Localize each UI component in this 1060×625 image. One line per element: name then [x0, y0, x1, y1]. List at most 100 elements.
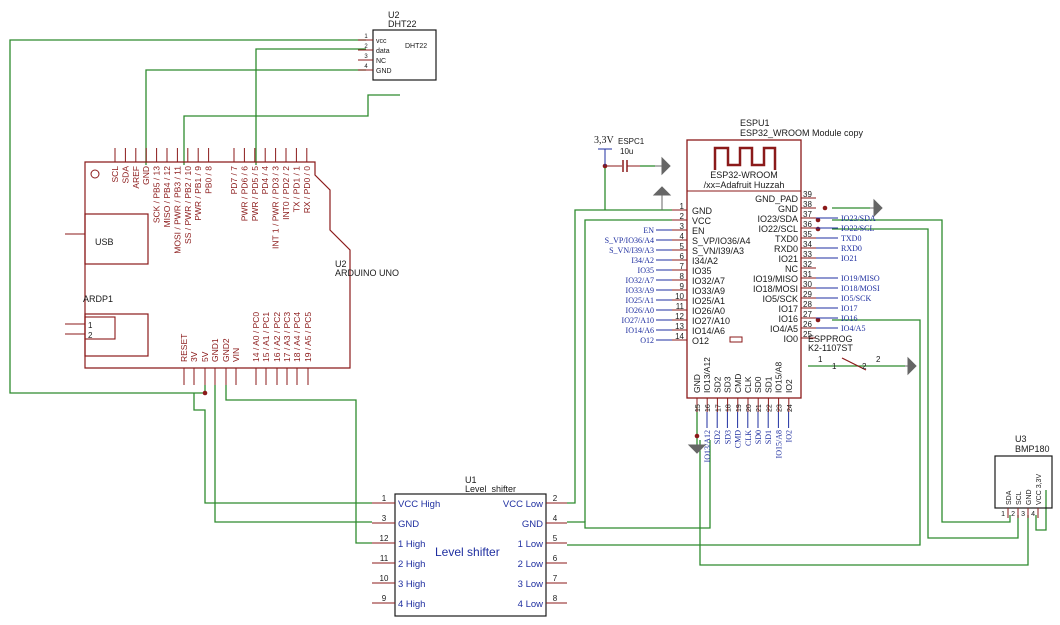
esp32-left-pin-number: 6 [680, 252, 685, 261]
esp32-left-pin-number: 10 [675, 292, 684, 301]
esp32-right-pin-label: IO17 [778, 304, 798, 314]
esp32-left-pin-label: IO26/A0 [692, 306, 725, 316]
arduino-top-pin-label: MOSI / PWR / PB3 / 11 [172, 166, 182, 254]
esp32-left-pin-number: 9 [680, 282, 685, 291]
arduino-bottom-pin-label: 3V [189, 351, 199, 362]
level-shifter-left-pin-label: 3 High [398, 579, 425, 590]
arduino-top-pin-label: MISO / PB4 / 12 [162, 166, 172, 228]
capacitor-value: 10u [620, 147, 633, 156]
arduino-top-pin-label: PWR / PD5 / 5 [250, 166, 260, 222]
ground-symbol [652, 186, 672, 210]
esp32-bottom-pin-number: 21 [756, 404, 763, 412]
esp32-net-label: IO32/A7 [626, 276, 654, 285]
ground-symbol [655, 156, 671, 176]
espprog-pin: 2 [876, 355, 881, 364]
arduino-top-pin-label: INT 1 / PWR / PD3 / 3 [271, 166, 281, 249]
esp32-bottom-pin-number: 16 [705, 404, 712, 412]
level-shifter-right-pin-label: 2 Low [518, 559, 543, 570]
esp32-bottom-pin-label: IO15/A8 [774, 362, 784, 393]
esp32-net-label: IO25/A1 [626, 296, 654, 305]
level-shifter-left-pin-number: 3 [382, 514, 387, 523]
esp32-right-pin-label: GND [778, 204, 799, 214]
esp32-body [686, 139, 802, 399]
esp32-left-pin-number: 3 [680, 222, 685, 231]
dht22-body-label: DHT22 [405, 43, 427, 50]
esp32-net-label: IO16 [841, 314, 857, 323]
arduino-outline [84, 161, 351, 369]
dht22-pin-number: 2 [364, 44, 368, 50]
bmp180-pin-label: VCC 3,3V [1036, 474, 1043, 505]
level-shifter-left-pin-label: 2 High [398, 559, 425, 570]
esp32-bottom-pin-label: SD1 [763, 376, 773, 393]
wire-dht-gnd [145, 69, 366, 165]
esp32-left-pin-label: S_VP/IO36/A4 [692, 236, 751, 246]
esp32-net-label: SD1 [764, 430, 773, 444]
level-shifter-right-pin-number: 2 [553, 494, 558, 503]
wire-scl [832, 228, 1019, 539]
level-shifter-left-pin-number: 1 [382, 494, 387, 503]
arduino-top-pin-label: SCK / PB5 / 13 [152, 166, 162, 223]
level-shifter-ref: U1 [465, 475, 477, 485]
esp32-bottom-pin-label: IO2 [784, 379, 794, 393]
esp32-net-label: S_VP/IO36/A4 [605, 236, 654, 245]
esp32-right-pin-number: 31 [803, 270, 812, 279]
arduino-bottom-pin-label: 19 / A5 / PC5 [303, 312, 313, 362]
arduino-bottom-pin-label: 14 / A0 / PC0 [251, 312, 261, 362]
esp32-bottom-pin-number: 23 [777, 404, 784, 412]
supply-label: 3,3V [594, 135, 615, 146]
wire-sda [832, 219, 1011, 523]
esp32-net-label: IO27/A10 [622, 316, 654, 325]
esp32-net-label: IO23/SDA [841, 214, 876, 223]
espprog-pin: 1 [818, 355, 823, 364]
dht22-value: DHT22 [388, 19, 417, 29]
esp32-net-label: EN [643, 226, 654, 235]
esp32-net-label: IO13/A12 [703, 430, 712, 462]
esp32-left-pin-number: 12 [675, 312, 684, 321]
esp32-net-label: CMD [734, 430, 743, 448]
arduino-bottom-pin-label: 16 / A2 / PC2 [272, 312, 282, 362]
esp32-line2: /xx=Adafruit Huzzah [704, 180, 785, 190]
espprog-pin: 2 [862, 362, 867, 371]
level-shifter-left-pin-number: 12 [380, 534, 389, 543]
esp32-net-label: IO4/A5 [841, 324, 865, 333]
esp32-left-pin-label: O12 [692, 336, 709, 346]
level-shifter-left-pin-number: 10 [380, 574, 389, 583]
esp32-net-label: CLK [744, 430, 753, 446]
wire-ard-10 [183, 94, 400, 165]
bmp180-pin-number: 3 [1021, 511, 1025, 518]
esp32-right-pins: 39GND_PAD38GND37IO23/SDA36IO22/SCL35TXD0… [753, 190, 816, 344]
arduino-value: ARDUINO UNO [335, 268, 399, 278]
esp32-left-pin-number: 11 [676, 302, 685, 311]
esp32-right-pin-number: 29 [803, 290, 812, 299]
bmp180-pin-label: GND [1026, 489, 1033, 505]
esp32-bottom-pin-number: 19 [736, 404, 743, 412]
esp32-left-net-labels: ENS_VP/IO36/A4S_VN/I39/A3I34/A2IO35IO32/… [605, 226, 672, 345]
arduino-bottom-pin-label: GND2 [221, 338, 231, 362]
wire-dht-data [255, 48, 366, 165]
junction-dot [822, 205, 828, 211]
esp32-net-label: IO14/A6 [626, 326, 654, 335]
esp32-bottom-pin-number: 20 [746, 404, 753, 412]
esp32-right-pin-number: 30 [803, 280, 812, 289]
wire-bmp-gnd [699, 440, 1029, 566]
arduino-bottom-pin-label: VIN [231, 348, 241, 362]
junction-dot [815, 226, 821, 232]
level-shifter-left-pin-number: 9 [382, 594, 387, 603]
esp32-left-pin-label: VCC [692, 216, 712, 226]
ground-symbol [687, 444, 707, 454]
esp32-net-label: IO22/SCL [841, 224, 874, 233]
esp32-net-label: S_VN/I39/A3 [609, 246, 654, 255]
antenna-trace [713, 146, 777, 170]
esp32-net-label: O12 [640, 336, 654, 345]
wire-gndlow [567, 440, 711, 529]
esp32-bottom-pin-number: 17 [715, 404, 722, 412]
wire-gnd-ls [214, 385, 372, 523]
wire-5v-vcchigh [193, 393, 372, 504]
dht22-pin-label: NC [376, 58, 386, 65]
esp32-net-label: RXD0 [841, 244, 862, 253]
level-shifter-right-pin-number: 4 [553, 514, 558, 523]
level-shifter-right-pin-number: 8 [553, 594, 558, 603]
wire-1high [225, 385, 372, 544]
esp32-net-label: IO26/A0 [626, 306, 654, 315]
